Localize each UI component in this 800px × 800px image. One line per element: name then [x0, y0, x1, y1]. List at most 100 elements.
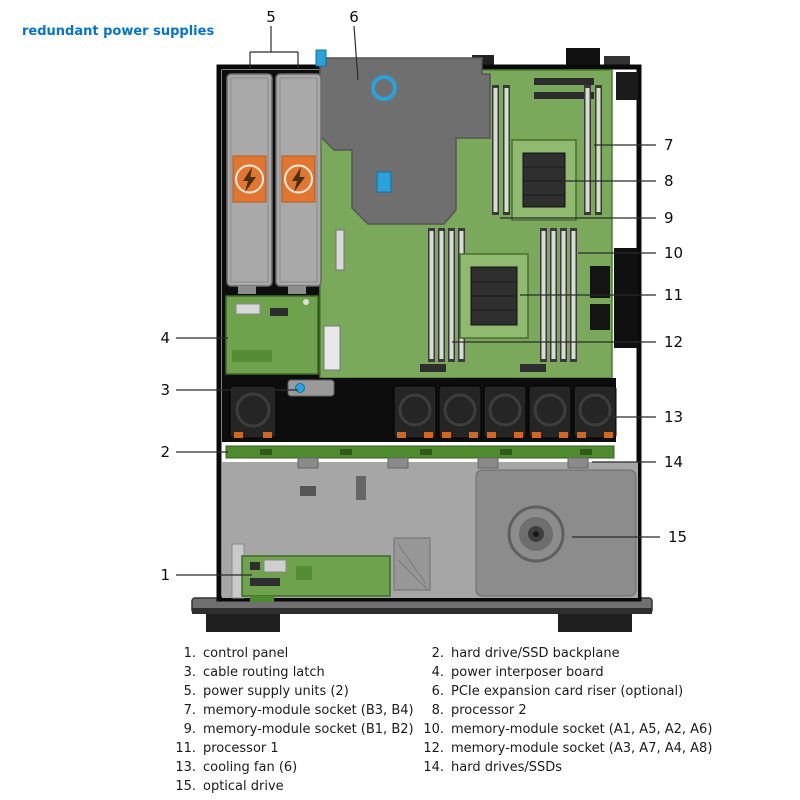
fan-6	[573, 385, 617, 439]
fan-2	[393, 385, 437, 439]
page-title: redundant power supplies	[22, 24, 215, 39]
drive-tab	[477, 457, 499, 469]
memory-sockets-b1-b2	[492, 85, 510, 215]
riser-touchpoint-tab	[376, 171, 392, 193]
legend-item: 4. power interposer board	[420, 663, 800, 682]
legend-item-label: cable routing latch	[203, 665, 325, 680]
cooling-fans	[222, 378, 617, 442]
legend-item-label: cooling fan (6)	[203, 760, 298, 775]
processor-2	[511, 139, 577, 221]
callout-2-label: 2	[160, 443, 170, 461]
legend-item: 12.memory-module socket (A3, A7, A4, A8)	[420, 739, 800, 758]
psu-2	[275, 73, 322, 287]
legend-item-number: 10.	[423, 722, 444, 737]
legend-item-label: power supply units (2)	[203, 684, 349, 699]
power-supply-units	[226, 73, 322, 294]
legend-item-label: hard drive/SSD backplane	[451, 646, 620, 661]
control-panel	[231, 543, 391, 602]
legend-item: 11. processor 1	[172, 739, 420, 758]
callout-3-label: 3	[160, 381, 170, 399]
legend-item-label: PCIe expansion card riser (optional)	[451, 684, 684, 699]
callout-6-label: 6	[349, 8, 359, 26]
chassis-foot-left	[206, 614, 280, 632]
callout-1-label: 1	[160, 566, 170, 584]
legend-item-number: 3.	[183, 665, 196, 680]
fan-1	[229, 385, 277, 439]
callout-lines	[176, 25, 660, 576]
optical-drive	[475, 469, 637, 597]
callout-11-label: 11	[664, 286, 683, 304]
fan-5	[528, 385, 572, 439]
callout-14-label: 14	[664, 453, 683, 471]
legend-item-label: processor 2	[451, 703, 527, 718]
legend-item-number: 9.	[183, 722, 196, 737]
legend-item-number: 13.	[175, 760, 196, 775]
legend-item-number: 7.	[183, 703, 196, 718]
legend: 1. control panel 3. cable routing latch 5.…	[172, 644, 800, 796]
callout-numbers: 5 6 7 8 9 10 11 12 13 14 15 4 3 2 1	[160, 8, 687, 584]
callout-5-label: 5	[266, 8, 276, 26]
legend-column-right: 2. hard drive/SSD backplane 4. power inter…	[420, 644, 800, 796]
legend-item-number: 8.	[431, 703, 444, 718]
legend-item-label: memory-module socket (B3, B4)	[203, 703, 414, 718]
legend-item: 7. memory-module socket (B3, B4)	[172, 701, 420, 720]
legend-item-number: 1.	[183, 646, 196, 661]
fan-4	[483, 385, 527, 439]
chassis-foot-right	[558, 614, 632, 632]
legend-item-label: memory-module socket (B1, B2)	[203, 722, 414, 737]
legend-column-left: 1. control panel 3. cable routing latch 5.…	[172, 644, 420, 796]
callout-7-label: 7	[664, 136, 674, 154]
board-edge-connector	[590, 304, 610, 330]
hard-drive-backplane	[225, 445, 615, 459]
legend-item-number: 6.	[431, 684, 444, 699]
processor-1	[459, 253, 529, 339]
legend-item-number: 5.	[183, 684, 196, 699]
legend-item: 2. hard drive/SSD backplane	[420, 644, 800, 663]
drive-tab	[387, 457, 409, 469]
cable-routing-latch	[287, 379, 335, 397]
legend-item-number: 11.	[175, 741, 196, 756]
legend-item: 3. cable routing latch	[172, 663, 420, 682]
riser-touchpoint-ring	[371, 75, 397, 101]
chassis-stand	[191, 597, 653, 632]
psu-1	[226, 73, 273, 287]
psu-warning-ring	[235, 164, 264, 194]
pcie-expansion-card-riser	[315, 49, 491, 225]
legend-item-number: 12.	[423, 741, 444, 756]
drive-bracket	[393, 537, 431, 591]
legend-item: 15. optical drive	[172, 777, 420, 796]
legend-item: 14.hard drives/SSDs	[420, 758, 800, 777]
legend-item: 6. PCIe expansion card riser (optional)	[420, 682, 800, 701]
legend-item: 5. power supply units (2)	[172, 682, 420, 701]
legend-item-label: optical drive	[203, 779, 284, 794]
power-connector	[323, 325, 341, 371]
legend-item: 8. processor 2	[420, 701, 800, 720]
legend-item-number: 2.	[431, 646, 444, 661]
legend-item: 1. control panel	[172, 644, 420, 663]
legend-item-number: 15.	[175, 779, 196, 794]
callout-9-label: 9	[664, 209, 674, 227]
psu-warning-ring	[284, 164, 313, 194]
legend-item-label: processor 1	[203, 741, 279, 756]
board-edge-connector	[590, 266, 610, 298]
lightning-bolt-icon	[292, 167, 305, 192]
chassis-right-wall	[614, 72, 638, 348]
legend-item-label: control panel	[203, 646, 289, 661]
riser-release-tab	[315, 49, 327, 67]
legend-item-label: power interposer board	[451, 665, 604, 680]
callout-4-label: 4	[160, 329, 170, 347]
legend-item-number: 4.	[431, 665, 444, 680]
memory-sockets-b3-b4	[584, 85, 602, 215]
legend-item: 9. memory-module socket (B1, B2)	[172, 720, 420, 739]
fan-3	[438, 385, 482, 439]
server-internal-diagram: 5 6 7 8 9 10 11 12 13 14 15 4 3 2 1	[160, 8, 687, 632]
legend-item-label: memory-module socket (A1, A5, A2, A6)	[451, 722, 713, 737]
callout-13-label: 13	[664, 408, 683, 426]
legend-item: 10. memory-module socket (A1, A5, A2, A6)	[420, 720, 800, 739]
lightning-bolt-icon	[243, 167, 256, 192]
callout-8-label: 8	[664, 172, 674, 190]
drive-tab	[567, 457, 589, 469]
callout-12-label: 12	[664, 333, 683, 351]
power-interposer-board	[225, 295, 319, 375]
